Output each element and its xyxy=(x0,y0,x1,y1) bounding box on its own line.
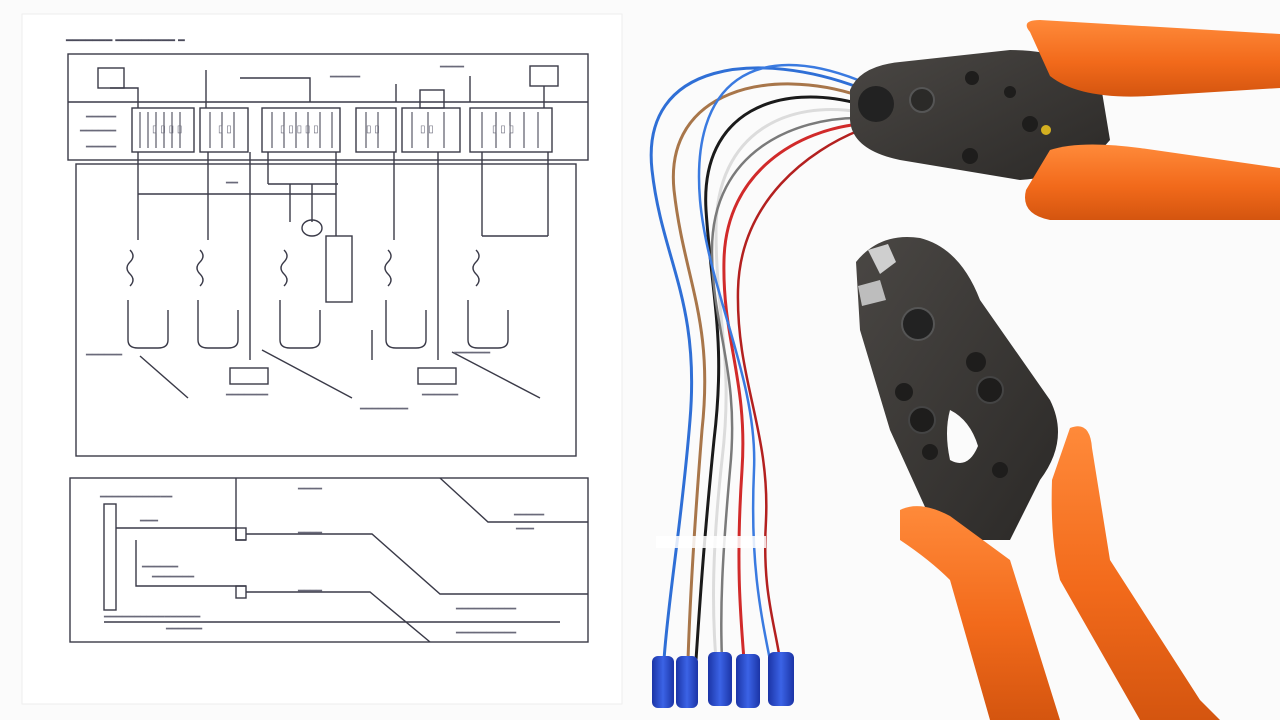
crimping-pliers-top xyxy=(850,20,1280,220)
svg-text:━━━━━━━━: ━━━━━━━━ xyxy=(359,404,409,415)
wiring-diagram-sheet: ━━━━━━━ ━━━━━━━━━ ━ xyxy=(21,13,623,705)
svg-text:━━━: ━━━ xyxy=(139,516,159,527)
connector-1 xyxy=(652,656,674,708)
wire-stripper-right xyxy=(856,237,1220,720)
svg-text:━━━━: ━━━━ xyxy=(439,62,465,73)
pliers-top-handle-upper xyxy=(1026,20,1280,97)
upper-labels: ━━━━━ ━━━━━━ ━━━━━ ━━━━━ ━━━━ ▯ ▯ ▯ ▯ ▯ … xyxy=(79,62,514,153)
wire-connectors xyxy=(652,652,794,708)
svg-text:━━━━━━━: ━━━━━━━ xyxy=(151,572,195,583)
stripper-handle-left xyxy=(900,506,1060,720)
svg-text:━━━━━: ━━━━━ xyxy=(85,142,117,153)
svg-text:━━━━: ━━━━ xyxy=(297,484,323,495)
connector-5 xyxy=(768,652,794,706)
lower-schematic xyxy=(69,477,589,643)
connector-2 xyxy=(676,656,698,708)
svg-text:▯ ▯ ▯ ▯: ▯ ▯ ▯ ▯ xyxy=(152,124,182,135)
svg-text:━━━━━━: ━━━━━━ xyxy=(421,390,459,401)
pliers-top-head xyxy=(850,50,1110,180)
svg-text:━━━━━: ━━━━━ xyxy=(513,510,545,521)
svg-text:▯ ▯ ▯ ▯ ▯: ▯ ▯ ▯ ▯ ▯ xyxy=(280,124,319,135)
svg-text:━━━━━━: ━━━━━━ xyxy=(453,348,491,359)
middle-schematic xyxy=(75,152,577,457)
svg-text:━━━━━: ━━━━━ xyxy=(85,112,117,123)
connector-4 xyxy=(736,654,760,708)
svg-text:━━━━━━: ━━━━━━ xyxy=(141,562,179,573)
svg-text:━━━━━━: ━━━━━━ xyxy=(79,126,117,137)
svg-text:━━━━: ━━━━ xyxy=(297,586,323,597)
svg-text:━━━━━━: ━━━━━━ xyxy=(165,624,203,635)
svg-text:▯ ▯: ▯ ▯ xyxy=(366,124,380,135)
svg-text:━━━━━━━━━━━━: ━━━━━━━━━━━━ xyxy=(99,492,173,503)
svg-text:━━: ━━ xyxy=(225,178,239,189)
lower-labels: ━━━━━━━━━━━━ ━━━━ ━━━ ━━━━ ━━━━━━ ━━━━━━… xyxy=(99,484,545,639)
svg-text:▯ ▯: ▯ ▯ xyxy=(420,124,434,135)
svg-text:━━━━━━: ━━━━━━ xyxy=(85,350,123,361)
middle-labels: ━━━━━━ ━━━━━━━ ━━━━━━━━ ━━━━━━ ━━━━━━ ━━ xyxy=(85,178,491,415)
svg-text:━━━━: ━━━━ xyxy=(297,528,323,539)
svg-text:━━━━━━━━━━: ━━━━━━━━━━ xyxy=(455,604,517,615)
diagram-title: ━━━━━━━ ━━━━━━━━━ ━ xyxy=(65,35,185,47)
wire-bundle xyxy=(649,63,862,662)
connector-3 xyxy=(708,652,732,706)
svg-text:▯ ▯: ▯ ▯ xyxy=(218,124,232,135)
svg-text:━━━━━: ━━━━━ xyxy=(329,72,361,83)
stripper-handle-right xyxy=(1051,426,1220,720)
svg-text:━━━: ━━━ xyxy=(515,524,535,535)
svg-text:━━━━━━━━━━: ━━━━━━━━━━ xyxy=(455,628,517,639)
upper-schematic xyxy=(67,53,589,161)
svg-text:━━━━━━━: ━━━━━━━ xyxy=(225,390,269,401)
svg-text:▯ ▯ ▯: ▯ ▯ ▯ xyxy=(492,124,514,135)
pliers-top-handle-lower xyxy=(1025,144,1280,220)
svg-text:━━━━━━━━━━━━━━━━: ━━━━━━━━━━━━━━━━ xyxy=(103,612,201,623)
stripper-body xyxy=(856,237,1058,540)
